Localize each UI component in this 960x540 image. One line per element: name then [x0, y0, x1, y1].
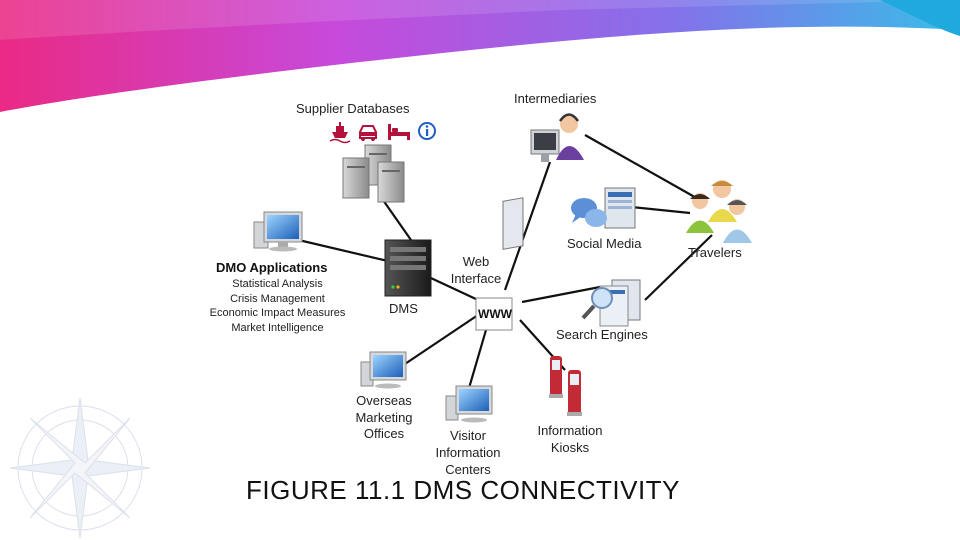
travelers-label: Travelers	[688, 245, 742, 260]
top-banner	[0, 0, 960, 112]
dmo-app-item: Economic Impact Measures	[209, 307, 346, 319]
dmo-applications-list: Statistical Analysis Crisis Management E…	[200, 277, 355, 335]
visitor-computer-icon	[445, 385, 493, 423]
intermediaries-label: Intermediaries	[514, 91, 597, 106]
kiosks-icon	[549, 356, 582, 416]
figure-caption: FIGURE 11.1 DMS CONNECTIVITY	[246, 475, 680, 505]
dmo-app-item: Statistical Analysis	[232, 278, 323, 290]
overseas-offices-label: Overseas Marketing Offices	[348, 393, 420, 443]
dmo-computer-icon	[253, 211, 303, 252]
web-interface-label: Web Interface	[446, 253, 506, 287]
web-interface-line-1: Web	[462, 254, 490, 269]
social-media-label: Social Media	[567, 236, 642, 251]
overseas-line-2: Marketing	[355, 409, 413, 425]
kiosks-label: Information Kiosks	[530, 422, 610, 456]
supplier-icons	[329, 122, 436, 144]
info-icon	[418, 122, 436, 140]
travelers-icon	[686, 180, 752, 243]
overseas-line-3: Offices	[363, 426, 405, 441]
bed-icon	[388, 124, 410, 140]
social-media-icon	[571, 187, 636, 229]
supplier-databases-label: Supplier Databases	[296, 101, 410, 116]
dms-server-icon	[384, 239, 432, 297]
dmo-applications-title: DMO Applications	[216, 260, 328, 275]
kiosks-line-1: Information	[537, 423, 603, 438]
web-interface-line-2: Interface	[450, 271, 502, 286]
visitor-line-2: Information	[435, 445, 501, 460]
dmo-app-item: Crisis Management	[230, 292, 325, 305]
visitor-centers-label: Visitor Information Centers	[428, 427, 508, 478]
overseas-line-1: Overseas	[356, 393, 412, 408]
www-label: WWW	[478, 307, 513, 321]
visitor-line-1: Visitor	[450, 428, 486, 443]
kiosks-line-2: Kiosks	[550, 440, 590, 455]
overseas-computer-icon	[360, 351, 407, 389]
dms-label: DMS	[389, 301, 418, 316]
web-interface-icon: WWW	[475, 197, 524, 331]
search-engines-label: Search Engines	[556, 327, 648, 342]
database-servers-icon	[342, 144, 405, 203]
intermediaries-icon	[530, 113, 584, 162]
car-icon	[359, 125, 377, 141]
compass-watermark	[9, 397, 151, 539]
ship-icon	[329, 122, 351, 144]
visitor-line-3: Centers	[445, 462, 491, 477]
search-engines-icon	[581, 279, 641, 327]
dmo-app-item: Market Intelligence	[231, 321, 324, 334]
